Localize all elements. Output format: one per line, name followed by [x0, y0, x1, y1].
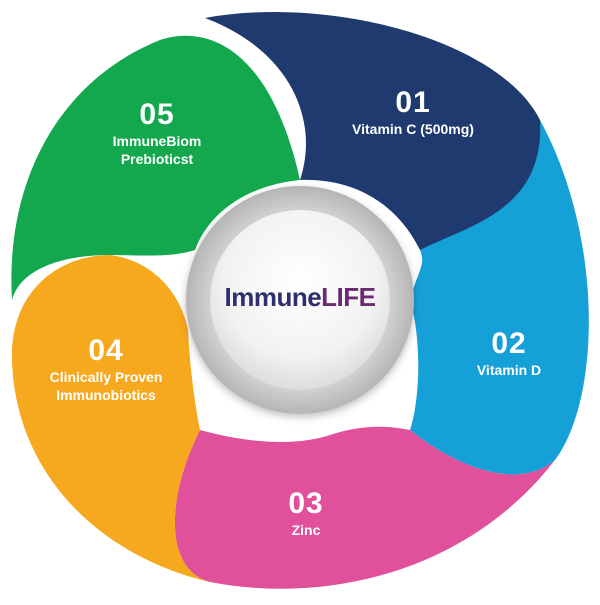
segment-03-shape [174, 426, 555, 589]
segment-04-shape [11, 255, 211, 582]
segment-02-shape [410, 120, 589, 475]
hub-inner-disc [210, 210, 390, 390]
brand-logo-part2: LIFE [321, 282, 376, 312]
segment-01-shape [205, 11, 544, 251]
brand-logo-part1: Immune [224, 282, 322, 312]
brand-logo: ImmuneLIFE [200, 277, 400, 317]
segment-05-shape [11, 35, 300, 300]
